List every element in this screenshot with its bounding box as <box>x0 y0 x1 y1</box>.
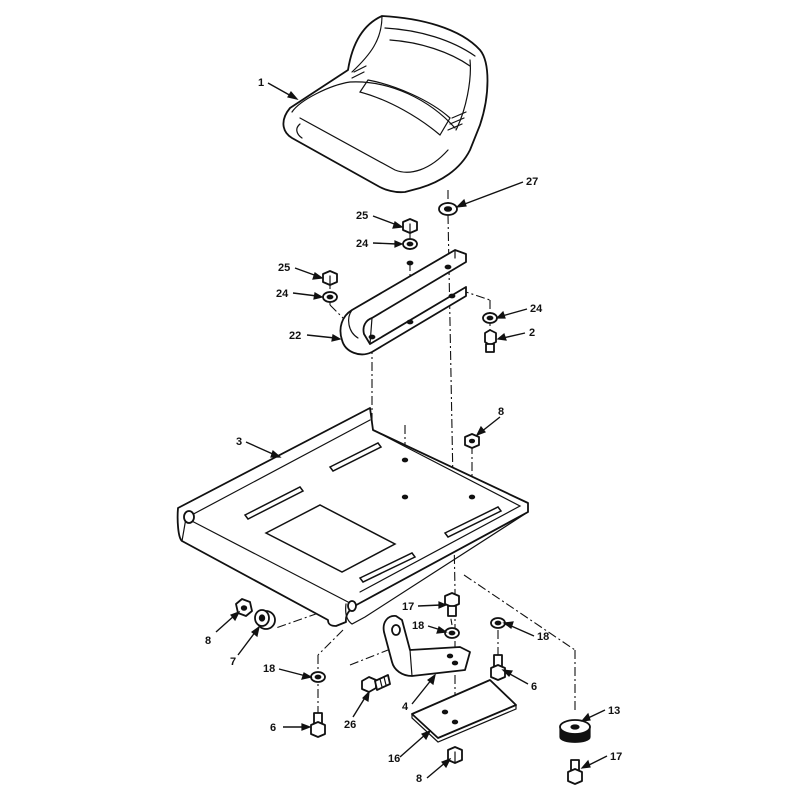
nut-8-bottom <box>447 746 463 764</box>
callout-bolt-17-bottom: 17 <box>610 751 622 763</box>
seat-pan-3 <box>176 407 529 627</box>
callout-bolt-6-right: 6 <box>531 681 537 693</box>
bolt-17-top <box>444 592 460 617</box>
callout-bracket-4: 4 <box>402 701 409 713</box>
bolt-6-left <box>310 712 326 738</box>
callout-washer-18-left: 18 <box>263 663 275 675</box>
bolt-2 <box>484 329 497 353</box>
callout-nut-8-bottom: 8 <box>416 773 422 785</box>
callout-seat-pan-3: 3 <box>236 436 242 448</box>
spacer-7 <box>254 609 276 630</box>
callout-washer-18-mid: 18 <box>412 620 424 632</box>
seat <box>282 15 489 194</box>
callout-labels: 1 27 25 24 25 24 24 2 22 8 3 8 7 17 18 1… <box>205 77 622 785</box>
nut-25-upper <box>402 218 418 234</box>
callout-seat: 1 <box>258 77 264 89</box>
bolt-26 <box>361 674 391 693</box>
washer-24-right <box>482 312 498 324</box>
washer-24-upper <box>402 238 418 250</box>
callout-bolt-26: 26 <box>344 719 356 731</box>
callout-washer-24-left: 24 <box>276 288 289 300</box>
washer-27 <box>438 202 458 216</box>
leader-lines <box>215 82 608 779</box>
callout-nut-8-right: 8 <box>498 406 504 418</box>
callout-bracket-22: 22 <box>289 330 301 342</box>
callout-bolt-2: 2 <box>529 327 535 339</box>
callout-nut-8-left: 8 <box>205 635 211 647</box>
callout-bolt-17-top: 17 <box>402 601 414 613</box>
seat-bracket-22 <box>339 249 467 356</box>
bumper-13 <box>559 719 591 743</box>
mounting-bracket-4 <box>382 615 471 677</box>
bolt-6-right <box>490 654 506 681</box>
callout-washer-18-right: 18 <box>537 631 549 643</box>
callout-spacer-7: 7 <box>230 656 236 668</box>
washer-18-mid <box>444 627 460 639</box>
callout-washer-24-upper: 24 <box>356 238 369 250</box>
nut-25-left <box>322 270 338 286</box>
callout-bolt-6-left: 6 <box>270 722 276 734</box>
bolt-17-bottom <box>567 759 583 785</box>
callout-nut-25-upper: 25 <box>356 210 368 222</box>
callout-washer-24-right: 24 <box>530 303 543 315</box>
washer-24-left <box>322 291 338 303</box>
nut-8-right <box>464 433 480 449</box>
plate-16 <box>411 679 517 743</box>
washer-18-right <box>490 617 506 629</box>
callout-plate-16: 16 <box>388 753 400 765</box>
callout-washer-27: 27 <box>526 176 538 188</box>
washer-18-left <box>310 671 326 683</box>
callout-bumper-13: 13 <box>608 705 620 717</box>
callout-nut-25-left: 25 <box>278 262 290 274</box>
